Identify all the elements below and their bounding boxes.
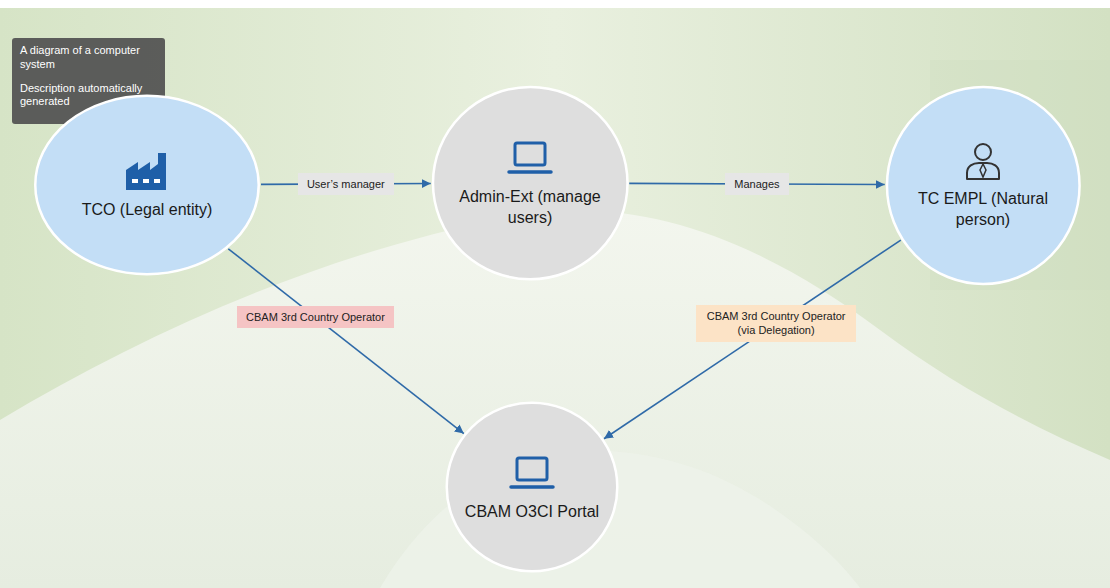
circle-fill — [447, 403, 618, 572]
circle-outline — [431, 85, 630, 281]
circle-fill — [887, 87, 1080, 284]
circle-fill — [433, 87, 628, 279]
circle-outline — [885, 85, 1082, 286]
person-circle: TC EMPL (Natural person) — [885, 85, 1082, 286]
connector-arrow — [604, 240, 901, 439]
node-content: TC EMPL (Natural person) — [885, 85, 1082, 286]
top-strip — [0, 0, 1110, 8]
factory-window — [154, 179, 160, 183]
entity-circle: TCO (Legal entity) — [33, 94, 261, 276]
portal-circle: CBAM O3CI Portal — [445, 401, 619, 573]
node-label: TC EMPL (Natural person) — [908, 189, 1058, 231]
laptop-base — [509, 170, 551, 174]
person-icon — [959, 139, 1007, 181]
person-body — [967, 163, 999, 179]
connector-arrow — [228, 249, 464, 434]
tooltip-text: A diagram of a computer system — [20, 44, 155, 72]
factory-window — [143, 179, 149, 183]
edge-label: Manages — [725, 173, 788, 195]
edge-label: User’s manager — [298, 173, 394, 195]
factory-shape — [126, 153, 166, 190]
factory-icon — [123, 150, 171, 192]
node-label: Admin-Ext (manage users) — [455, 187, 605, 229]
factory-window — [132, 179, 138, 183]
laptop-screen — [517, 458, 547, 480]
node-label: TCO (Legal entity) — [82, 200, 213, 221]
laptop-screen — [515, 143, 545, 165]
system-circle: Admin-Ext (manage users) — [431, 85, 630, 281]
edge-label: CBAM 3rd Country Operator (via Delegatio… — [696, 305, 856, 342]
node-content: Admin-Ext (manage users) — [431, 85, 630, 281]
laptop-icon — [506, 137, 554, 179]
laptop-icon — [508, 452, 556, 494]
node-label: CBAM O3CI Portal — [465, 502, 599, 523]
edge-label: CBAM 3rd Country Operator — [237, 306, 394, 328]
person-tie — [980, 164, 986, 177]
laptop-base — [511, 485, 553, 489]
node-content: TCO (Legal entity) — [33, 94, 261, 276]
person-head — [975, 144, 991, 160]
circle-fill — [35, 96, 258, 274]
node-content: CBAM O3CI Portal — [445, 401, 619, 573]
